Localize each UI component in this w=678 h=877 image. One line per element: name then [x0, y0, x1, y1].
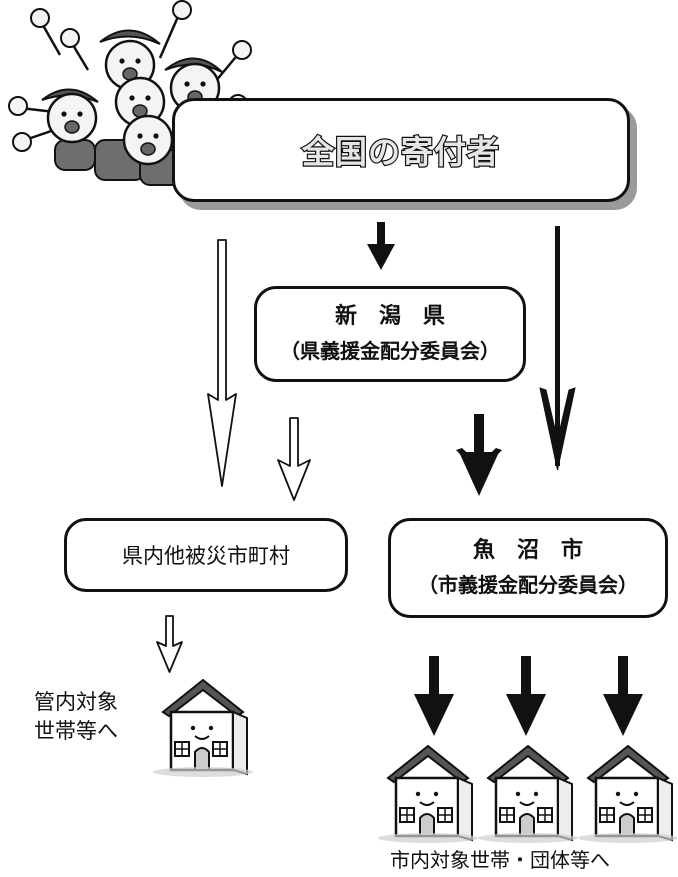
donors-label: 全国の寄付者 [301, 132, 500, 172]
prefecture-committee: （県義援金配分委員会） [280, 339, 500, 363]
other-municipalities-label: 県内他被災市町村 [122, 544, 290, 568]
other-municipalities-node: 県内他被災市町村 [64, 518, 348, 592]
city-committee: （市義援金配分委員会） [418, 573, 638, 597]
house-icon [476, 744, 580, 845]
left-households-caption: 管内対象 世帯等へ [34, 688, 118, 746]
municipalities-to-households-arrow [156, 615, 183, 673]
city-name: 魚 沼 市 [472, 538, 583, 563]
house-icon [151, 678, 255, 779]
caption-line: 世帯等へ [34, 719, 118, 743]
caption-line: 管内対象 [34, 690, 118, 714]
donor-to-city-arrow [539, 226, 576, 471]
prefecture-node: 新 潟 県 （県義援金配分委員会） [254, 286, 526, 382]
bottom-caption: 市内対象世帯・団体等へ [390, 848, 610, 872]
city-node: 魚 沼 市 （市義援金配分委員会） [388, 518, 668, 618]
donor-to-municipalities-arrow [207, 239, 237, 487]
donors-node: 全国の寄付者 [172, 98, 630, 202]
city-to-households-arrows [414, 656, 643, 736]
donor-to-prefecture-arrow [367, 222, 395, 270]
prefecture-to-city-arrow [456, 414, 502, 496]
cheering-people-icon [8, 0, 252, 186]
house-icon [376, 744, 480, 845]
prefecture-to-municipalities-arrow [277, 417, 311, 501]
prefecture-name: 新 潟 県 [334, 304, 445, 329]
house-icon [576, 744, 678, 845]
